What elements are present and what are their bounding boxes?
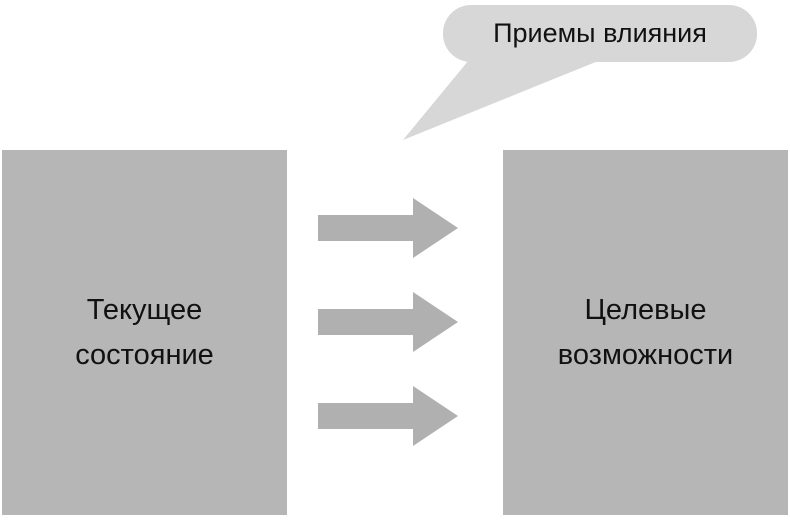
current-state-label-line1: Текущее — [86, 293, 203, 326]
current-state-label-line2: состояние — [75, 338, 214, 371]
callout-label: Приемы влияния — [493, 18, 707, 48]
target-opportunities-box: Целевые возможности — [503, 150, 788, 515]
right-arrow-icon — [318, 198, 458, 258]
current-state-box: Текущее состояние — [2, 150, 287, 515]
right-arrow-icon — [318, 386, 458, 446]
target-opportunities-label-line2: возможности — [557, 338, 734, 371]
right-arrow-icon — [318, 292, 458, 352]
callout-bubble: Приемы влияния — [443, 5, 757, 62]
target-opportunities-label-line1: Целевые — [584, 293, 707, 326]
callout-tail-shape — [403, 55, 613, 140]
